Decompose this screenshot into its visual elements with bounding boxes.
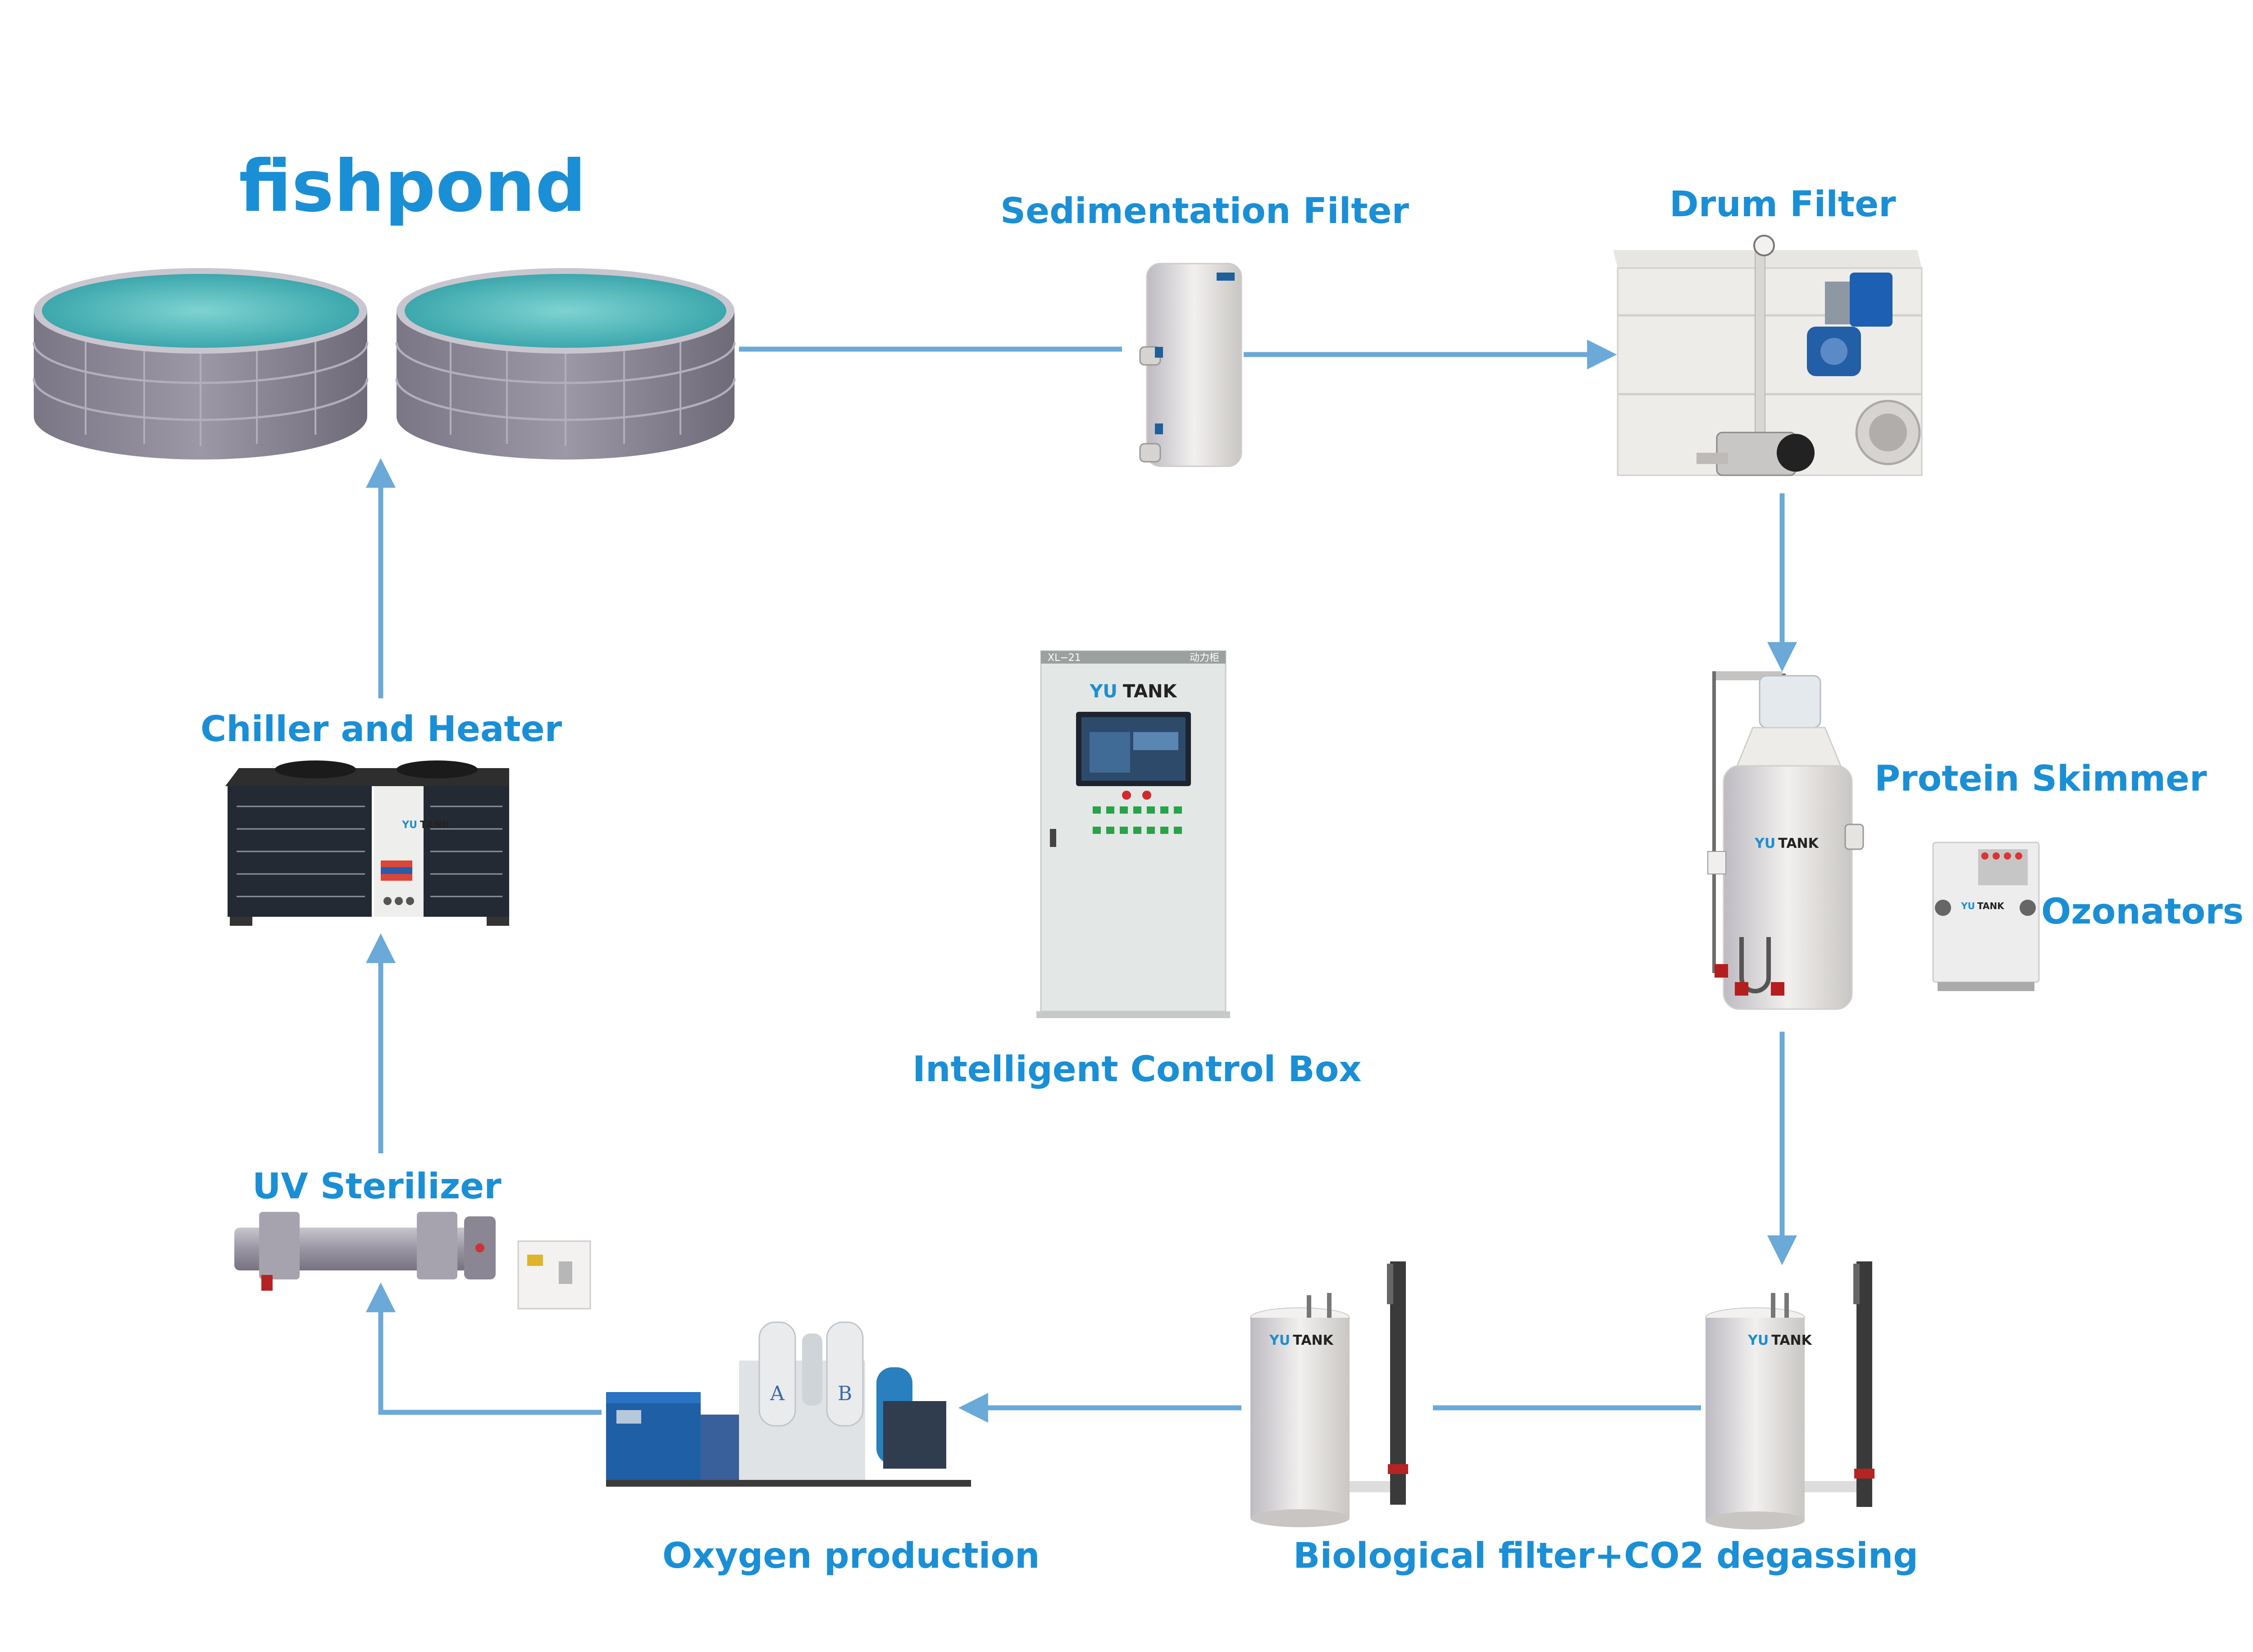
chiller-heater-label: Chiller and Heater	[201, 709, 562, 750]
ozonators-label: Ozonators	[2041, 892, 2244, 932]
drum-filter-illustration	[1613, 235, 1923, 476]
chiller-heater-illustration	[225, 760, 509, 926]
control-box-label: Intelligent Control Box	[912, 1049, 1362, 1090]
oxygen-tank-b-letter: B	[838, 1382, 852, 1405]
flow-arrows	[366, 340, 1797, 1423]
uv-sterilizer-illustration	[234, 1212, 591, 1310]
sedimentation-filter-illustration	[1139, 263, 1242, 467]
oxygen-tank-a-letter: A	[770, 1382, 785, 1405]
fishpond-illustration	[32, 268, 736, 460]
cabinet-tag: 动力柜	[1190, 652, 1219, 664]
sedimentation-filter-label: Sedimentation Filter	[1000, 191, 1409, 232]
biofilter-degassing-label: Biological filter+CO2 degassing	[1293, 1536, 1919, 1576]
protein-skimmer-label: Protein Skimmer	[1874, 759, 2207, 799]
fish-tank-left	[32, 268, 369, 460]
fishpond-label: fishpond	[239, 145, 586, 228]
brand-yu-biofilter-left: YU	[1269, 1333, 1290, 1348]
brand-yu-biofilter-right: YU	[1747, 1333, 1769, 1348]
brand-tank-cabinet: TANK	[1123, 681, 1178, 702]
intelligent-control-box-illustration	[1036, 650, 1230, 1018]
brand-tank-biofilter-right: TANK	[1771, 1333, 1812, 1348]
brand-tank-ozonator: TANK	[1977, 901, 2005, 911]
brand-tank-skimmer: TANK	[1778, 836, 1819, 851]
brand-yu-chiller: YU	[401, 819, 417, 831]
brand-yu-cabinet: YU	[1089, 681, 1117, 702]
drum-filter-label: Drum Filter	[1669, 184, 1896, 225]
biofilter-tank-left-illustration	[1250, 1261, 1408, 1527]
oxygen-production-label: Oxygen production	[662, 1536, 1040, 1576]
uv-sterilizer-label: UV Sterilizer	[252, 1166, 502, 1207]
protein-skimmer-illustration	[1707, 671, 1864, 1010]
oxygen-production-illustration	[606, 1321, 971, 1487]
brand-tank-biofilter-left: TANK	[1293, 1333, 1334, 1348]
cabinet-model: XL−21	[1048, 652, 1081, 664]
brand-yu-skimmer: YU	[1754, 836, 1775, 851]
fish-tank-right	[395, 268, 736, 460]
arrow-up-icon	[366, 1282, 602, 1415]
biofilter-tank-right-illustration	[1705, 1261, 1874, 1529]
brand-tank-chiller: TANK	[420, 819, 450, 831]
ozonator-illustration	[1932, 842, 2040, 991]
brand-yu-ozonator: YU	[1961, 901, 1975, 911]
